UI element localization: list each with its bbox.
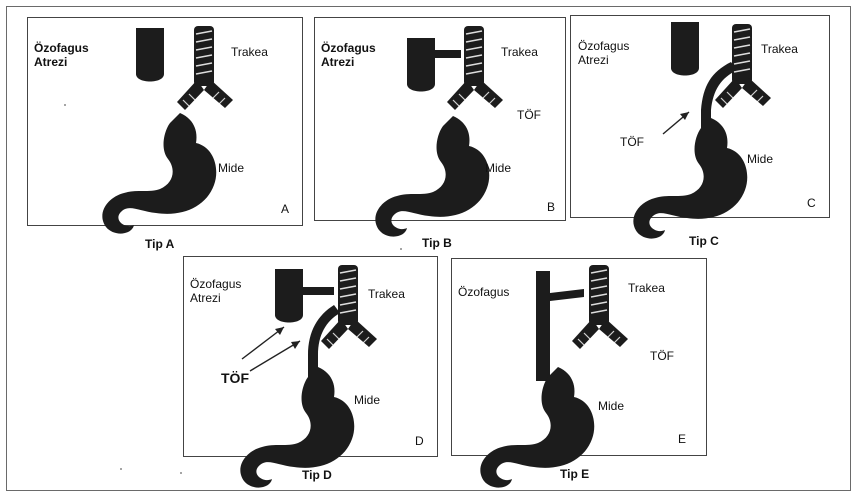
caption-tip-b: Tip B (422, 236, 452, 250)
esophagus-label: Özofagus (458, 285, 509, 299)
trachea-label: Trakea (628, 281, 665, 295)
fistula-pointer-lower (250, 341, 300, 371)
scan-speck (120, 468, 122, 470)
fistula-label: TÖF (221, 371, 249, 385)
fistula-label: TÖF (650, 349, 674, 363)
esophagus-label: Özofagus (34, 41, 89, 55)
trachea-label: Trakea (231, 45, 268, 59)
atresia-label: Atrezi (190, 291, 221, 305)
atresia-label: Atrezi (321, 55, 354, 69)
trachea-shape (572, 265, 628, 349)
trachea-label: Trakea (761, 42, 798, 56)
stomach-label: Mide (747, 152, 773, 166)
panel-tip-a: Özofagus Atrezi Trakea Mide A (27, 17, 303, 226)
scan-speck (400, 248, 402, 250)
scan-speck (64, 104, 66, 106)
fistula-label: TÖF (517, 108, 541, 122)
trachea-label: Trakea (368, 287, 405, 301)
upper-fistula (302, 287, 334, 295)
stomach-label: Mide (218, 161, 244, 175)
panel-letter: D (415, 434, 424, 448)
esophagus-upper-pouch (407, 38, 435, 92)
h-type-fistula (550, 289, 584, 301)
panel-letter: C (807, 196, 816, 210)
stomach-label: Mide (598, 399, 624, 413)
panel-tip-c: Özofagus Atrezi Trakea TÖF Mide C (570, 15, 830, 218)
esophagus-label: Özofagus (190, 277, 241, 291)
caption-tip-c: Tip C (689, 234, 719, 248)
panel-tip-e: Özofagus Trakea TÖF Mide E (451, 258, 707, 456)
fistula-label: TÖF (620, 135, 644, 149)
panel-letter: A (281, 202, 289, 216)
atresia-label: Atrezi (578, 53, 609, 67)
panel-tip-b: Özofagus Atrezi Trakea TÖF Mide B (314, 17, 566, 221)
trachea-shape (177, 26, 233, 110)
stomach-shape (375, 116, 489, 237)
caption-tip-a: Tip A (145, 237, 174, 251)
trachea-label: Trakea (501, 45, 538, 59)
trachea-shape (321, 265, 377, 349)
stomach-label: Mide (485, 161, 511, 175)
esophagus-upper-pouch (136, 28, 164, 82)
panel-letter: B (547, 200, 555, 214)
fistula-connection (435, 50, 461, 58)
trachea-shape (715, 24, 771, 108)
caption-tip-d: Tip D (302, 468, 332, 482)
stomach-shape (102, 113, 216, 234)
esophagus-label: Özofagus (578, 39, 629, 53)
esophagus-upper-pouch (275, 269, 303, 323)
atresia-label: Atrezi (34, 55, 67, 69)
stomach-label: Mide (354, 393, 380, 407)
esophagus-continuous (536, 271, 550, 381)
panel-letter: E (678, 432, 686, 446)
panel-tip-d: Özofagus Atrezi Trakea TÖF Mide D (183, 256, 438, 457)
caption-tip-e: Tip E (560, 467, 589, 481)
trachea-shape (447, 26, 503, 110)
esophagus-upper-pouch (671, 22, 699, 76)
scan-speck (180, 472, 182, 474)
esophagus-label: Özofagus (321, 41, 376, 55)
